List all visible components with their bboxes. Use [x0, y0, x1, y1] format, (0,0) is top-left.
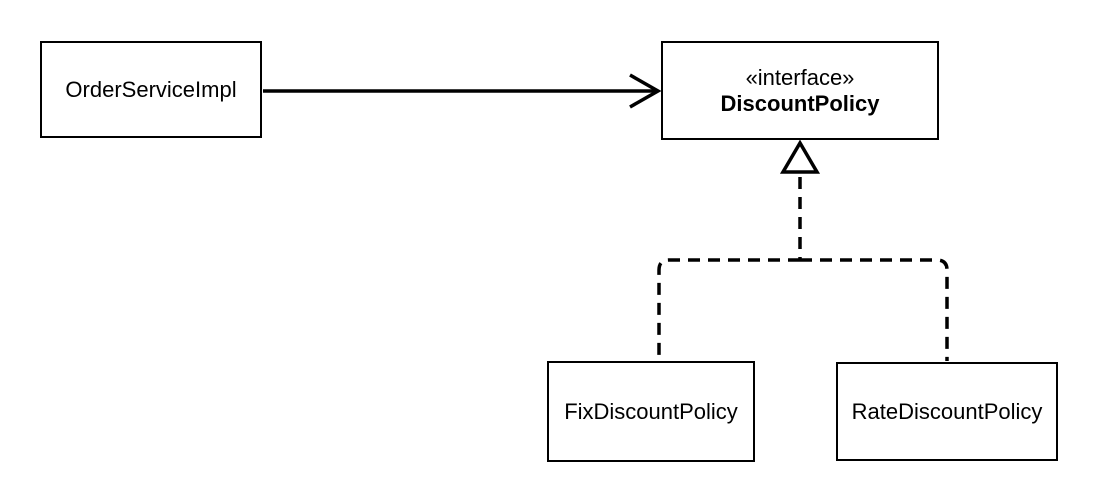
stereotype-label: «interface»: [745, 64, 855, 90]
open-arrowhead-icon: [629, 73, 662, 109]
realization-edge-fix: [657, 258, 800, 360]
class-name-label: RateDiscountPolicy: [851, 398, 1043, 424]
realization-edge-rate: [800, 258, 949, 361]
class-node-orderserviceimpl: OrderServiceImpl: [40, 41, 262, 138]
class-name-label: OrderServiceImpl: [65, 76, 237, 102]
interface-node-discountpolicy: «interface» DiscountPolicy: [661, 41, 939, 140]
class-node-fixdiscountpolicy: FixDiscountPolicy: [547, 361, 755, 462]
class-name-label: FixDiscountPolicy: [564, 398, 738, 424]
class-node-ratediscountpolicy: RateDiscountPolicy: [836, 362, 1058, 461]
interface-name-label: DiscountPolicy: [720, 90, 880, 116]
realization-triangle-icon: [779, 139, 821, 174]
dependency-edge: [263, 73, 662, 109]
